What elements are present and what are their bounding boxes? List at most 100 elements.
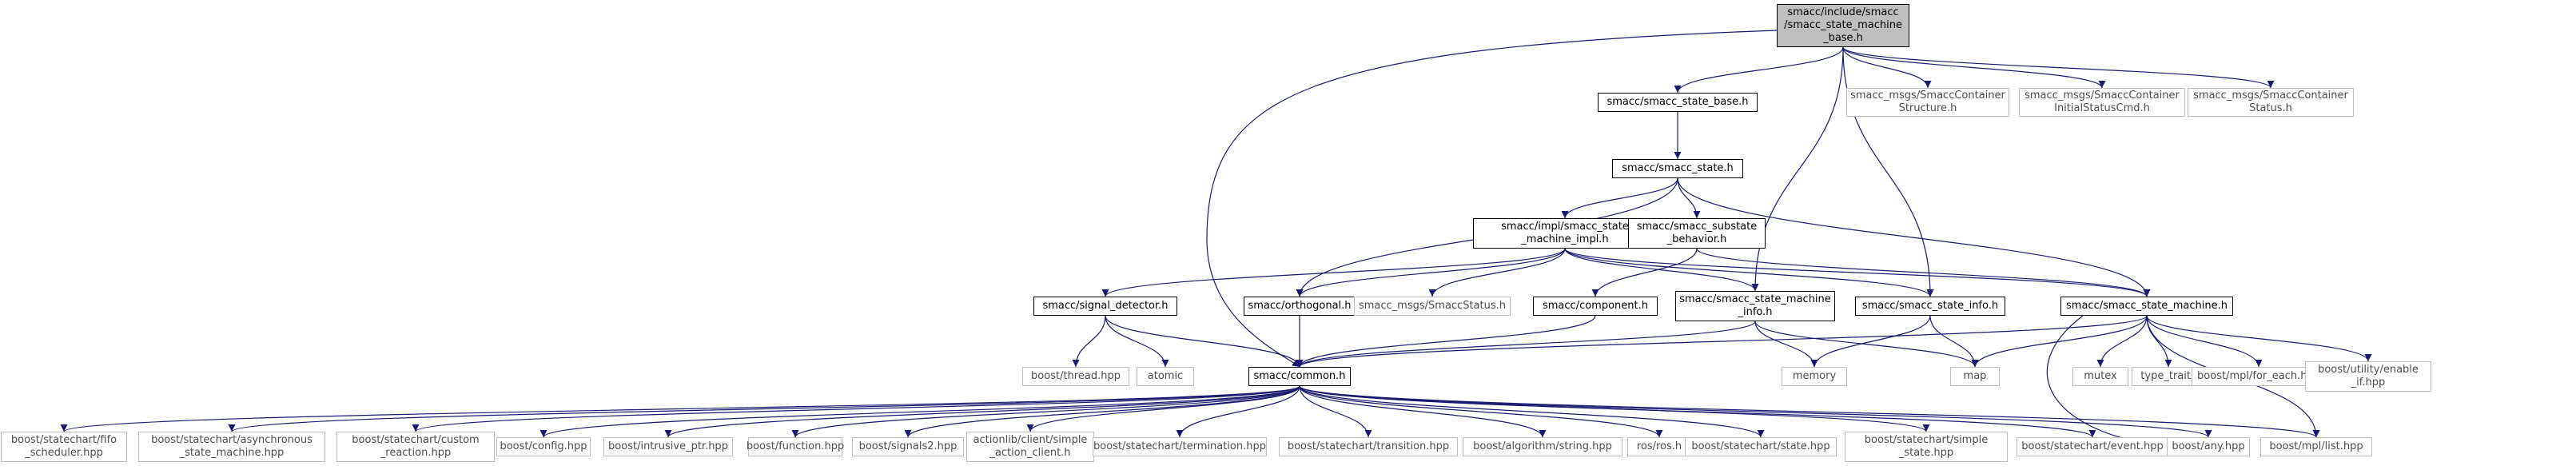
edge-impl-to-state-info: [1564, 248, 1934, 297]
node-msg-status: smacc_msgs/SmaccContainer Status.h: [2188, 88, 2354, 117]
node-label: actionlib/client/simple _action_client.h: [973, 434, 1088, 459]
edge-root-to-msg-init: [1842, 46, 2106, 89]
node-label: boost/mpl/for_each.hpp: [2197, 370, 2320, 382]
node-common[interactable]: smacc/common.h: [1248, 367, 1351, 386]
edge-root-to-common: [1206, 30, 1778, 368]
edge-state-to-impl: [1561, 177, 1678, 219]
node-label: boost/utility/enable _if.hpp: [2318, 364, 2419, 388]
node-termination: boost/statechart/termination.hpp: [1093, 437, 1267, 456]
edge-common-to-action-client: [1026, 385, 1300, 432]
node-state[interactable]: smacc/smacc_state.h: [1612, 159, 1743, 178]
edge-common-to-mpl-list: [1299, 385, 2320, 438]
edge-common-to-intrusive: [664, 385, 1300, 438]
edge-root-to-msg-struct: [1842, 46, 1932, 89]
node-label: boost/thread.hpp: [1031, 370, 1121, 382]
node-label: smacc_msgs/SmaccContainer Structure.h: [1850, 90, 2005, 114]
node-enable-if: boost/utility/enable _if.hpp: [2305, 361, 2431, 392]
node-map: map: [1950, 367, 2000, 386]
node-config: boost/config.hpp: [496, 437, 591, 456]
node-label: atomic: [1147, 370, 1184, 382]
node-signal[interactable]: smacc/signal_detector.h: [1033, 297, 1177, 316]
edge-signal-to-common: [1105, 315, 1304, 368]
node-label: smacc/smacc_state_info.h: [1861, 300, 1999, 312]
node-label: smacc/smacc_state_machine _info.h: [1679, 293, 1831, 318]
edge-impl-to-sm-info: [1564, 248, 1759, 292]
node-smacc-status: smacc_msgs/SmaccStatus.h: [1354, 297, 1511, 316]
node-label: type_traits: [2140, 370, 2196, 382]
edge-common-to-async-sm: [228, 385, 1300, 432]
node-label: boost/statechart/simple _state.hpp: [1864, 434, 1989, 459]
node-label: smacc/component.h: [1543, 300, 1648, 312]
node-atomic: atomic: [1137, 367, 1194, 386]
node-label: boost/signals2.hpp: [858, 440, 958, 452]
node-label: boost/statechart/termination.hpp: [1093, 440, 1266, 452]
node-label: boost/any.hpp: [2172, 440, 2245, 452]
edge-signal-to-thread: [1072, 315, 1106, 368]
edge-impl-to-signal: [1101, 248, 1566, 297]
edge-common-to-termination: [1176, 385, 1300, 438]
node-root[interactable]: smacc/include/smacc /smacc_state_machine…: [1777, 4, 1909, 47]
edge-root-to-state-info: [1842, 46, 1934, 297]
node-intrusive: boost/intrusive_ptr.hpp: [603, 437, 733, 456]
edge-common-to-alg-string: [1299, 385, 1547, 438]
edge-common-to-function: [791, 385, 1300, 438]
node-label: smacc/smacc_substate _behavior.h: [1636, 221, 1758, 245]
edge-substate-to-state-machine: [1696, 248, 2151, 297]
edge-component-to-common: [1296, 315, 1596, 368]
node-substate[interactable]: smacc/smacc_substate _behavior.h: [1628, 218, 1766, 249]
node-label: smacc/smacc_state.h: [1622, 162, 1734, 174]
edge-common-to-ros: [1299, 385, 1663, 438]
node-transition: boost/statechart/transition.hpp: [1279, 437, 1458, 456]
node-state-machine[interactable]: smacc/smacc_state_machine.h: [2060, 297, 2233, 316]
node-sc-state: boost/statechart/state.hpp: [1685, 437, 1837, 456]
node-custom-reaction: boost/statechart/custom _reaction.hpp: [336, 432, 495, 462]
node-state-info[interactable]: smacc/smacc_state_info.h: [1855, 297, 2005, 316]
node-label: boost/algorithm/string.hpp: [1473, 440, 1612, 452]
node-label: smacc/smacc_state_base.h: [1607, 96, 1749, 108]
node-msg-struct: smacc_msgs/SmaccContainer Structure.h: [1846, 88, 2009, 117]
node-label: boost/statechart/state.hpp: [1691, 440, 1830, 452]
edge-root-to-msg-status: [1842, 46, 2275, 89]
edge-impl-to-smacc-status: [1428, 248, 1566, 297]
node-label: boost/statechart/event.hpp: [2021, 440, 2164, 452]
node-mpl-list: boost/mpl/list.hpp: [2260, 437, 2372, 456]
node-orthogonal[interactable]: smacc/orthogonal.h: [1244, 297, 1356, 316]
node-state-base[interactable]: smacc/smacc_state_base.h: [1598, 93, 1758, 112]
node-label: smacc/smacc_state_machine.h: [2066, 300, 2228, 312]
edge-signal-to-atomic: [1105, 315, 1169, 368]
node-label: smacc/common.h: [1253, 370, 1346, 382]
edge-common-to-signals2: [904, 385, 1300, 438]
node-event: boost/statechart/event.hpp: [2017, 437, 2168, 456]
edge-state-to-substate: [1677, 177, 1701, 219]
node-label: smacc/signal_detector.h: [1042, 300, 1169, 312]
node-impl[interactable]: smacc/impl/smacc_state _machine_impl.h: [1473, 218, 1657, 249]
edge-common-to-event: [1299, 385, 2096, 438]
edge-impl-to-orthogonal: [1296, 248, 1566, 297]
node-label: smacc_msgs/SmaccContainer InitialStatusC…: [2025, 90, 2180, 114]
node-label: memory: [1792, 370, 1837, 382]
node-function: boost/function.hpp: [747, 437, 844, 456]
node-async-sm: boost/statechart/asynchronous _state_mac…: [138, 432, 325, 462]
edge-state-machine-to-for-each: [2146, 315, 2263, 368]
node-memory: memory: [1782, 367, 1847, 386]
edge-root-to-state-base: [1674, 46, 1844, 94]
node-sm-info[interactable]: smacc/smacc_state_machine _info.h: [1675, 291, 1835, 321]
node-msg-init: smacc_msgs/SmaccContainer InitialStatusC…: [2019, 88, 2185, 117]
node-fifo: boost/statechart/fifo _scheduler.hpp: [1, 432, 127, 462]
node-label: ros/ros.h: [1636, 440, 1682, 452]
edge-state-to-state-machine: [1677, 177, 2151, 297]
node-label: boost/statechart/fifo _scheduler.hpp: [10, 434, 117, 459]
edge-common-to-fifo: [60, 385, 1300, 432]
node-label: boost/statechart/asynchronous _state_mac…: [151, 434, 313, 459]
node-label: mutex: [2084, 370, 2117, 382]
edge-state-machine-to-enable-if: [2146, 315, 2372, 362]
node-label: boost/mpl/list.hpp: [2269, 440, 2363, 452]
node-label: map: [1963, 370, 1987, 382]
edge-state-info-to-memory: [1810, 315, 1931, 368]
node-component[interactable]: smacc/component.h: [1533, 297, 1658, 316]
node-label: boost/intrusive_ptr.hpp: [608, 440, 728, 452]
node-label: boost/statechart/custom _reaction.hpp: [352, 434, 480, 459]
edge-state-machine-to-map: [1971, 315, 2148, 368]
node-for-each: boost/mpl/for_each.hpp: [2192, 367, 2326, 386]
